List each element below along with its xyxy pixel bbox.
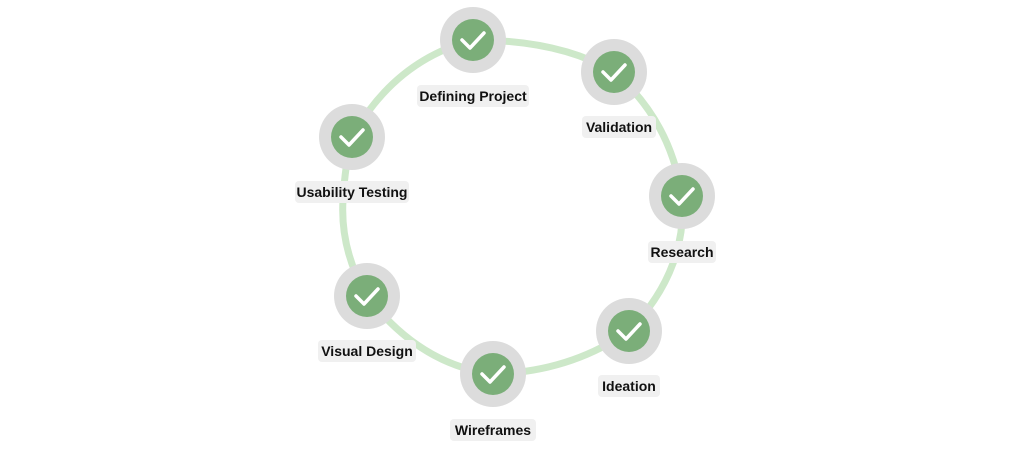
checkmark-icon — [339, 128, 365, 147]
step-label: Wireframes — [455, 422, 531, 438]
checkmark-icon — [601, 63, 627, 82]
checkmark-icon — [354, 287, 380, 306]
node-inner-circle — [661, 175, 703, 217]
step-label: Validation — [586, 119, 652, 135]
step-label-bg — [318, 340, 416, 362]
checkmark-icon — [616, 322, 642, 341]
step-label: Visual Design — [321, 343, 413, 359]
step-node-ideation: Ideation — [596, 298, 662, 397]
step-node-wireframes: Wireframes — [450, 341, 536, 441]
step-node-validation: Validation — [581, 39, 656, 138]
step-label: Usability Testing — [297, 184, 408, 200]
step-label-bg — [598, 375, 660, 397]
node-inner-circle — [593, 51, 635, 93]
step-label-bg — [450, 419, 536, 441]
step-label: Research — [650, 244, 713, 260]
step-node-usability-testing: Usability Testing — [295, 104, 409, 203]
step-label-bg — [582, 116, 656, 138]
node-inner-circle — [452, 19, 494, 61]
node-inner-circle — [608, 310, 650, 352]
step-node-research: Research — [648, 163, 716, 263]
step-node-defining-project: Defining Project — [417, 7, 529, 107]
node-inner-circle — [331, 116, 373, 158]
step-label: Ideation — [602, 378, 656, 394]
step-label-bg — [295, 181, 409, 203]
step-label: Defining Project — [419, 88, 527, 104]
checkmark-icon — [460, 31, 486, 50]
checkmark-icon — [480, 365, 506, 384]
step-label-bg — [417, 85, 529, 107]
checkmark-icon — [669, 187, 695, 206]
node-inner-circle — [472, 353, 514, 395]
step-node-visual-design: Visual Design — [318, 263, 416, 362]
node-inner-circle — [346, 275, 388, 317]
step-label-bg — [648, 241, 716, 263]
